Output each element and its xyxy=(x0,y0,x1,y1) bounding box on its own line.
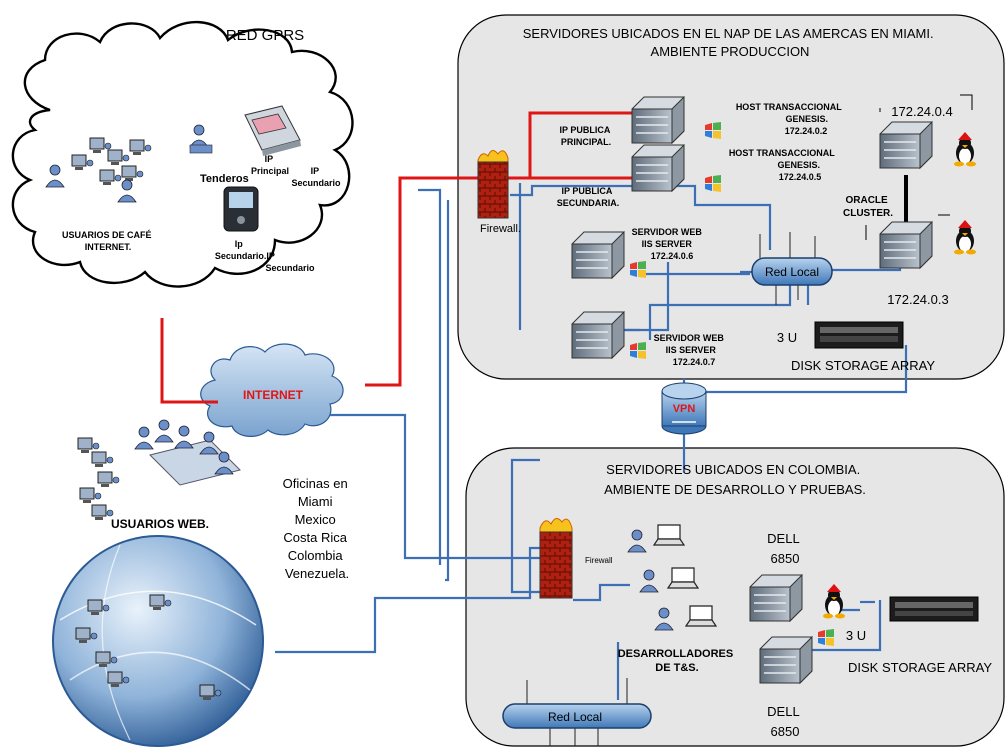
shopkeepers-label: Tenderos xyxy=(200,173,249,185)
developers-label: DESARROLLADORES DE T&S. xyxy=(618,648,737,674)
dell-6850-top-server-icon xyxy=(749,574,803,622)
cafe-users-label: USUARIOS DE CAFÉ INTERNET. xyxy=(62,230,154,252)
pos-ip-secundario-label: IP Secundario xyxy=(291,166,341,188)
offices-label: Oficinas en Miami Mexico Costa Rica Colo… xyxy=(283,476,352,581)
ip-publica-secundaria-label: IP PUBLICA SECUNDARIA. xyxy=(557,186,620,208)
dell-bottom-label: DELL 6850 xyxy=(767,704,803,739)
vpn-label: VPN xyxy=(673,403,696,415)
web-users-label: USUARIOS WEB. xyxy=(111,517,209,531)
miami-panel-title: SERVIDORES UBICADOS EN EL NAP DE LAS AME… xyxy=(523,26,937,59)
miami-storage-array-icon xyxy=(814,321,904,349)
colombia-panel-title: SERVIDORES UBICADOS EN COLOMBIA. AMBIENT… xyxy=(604,462,866,497)
web-users-icon xyxy=(77,419,241,521)
colombia-firewall-label: Firewall xyxy=(585,556,613,565)
host-genesis-2-label: HOST TRANSACCIONAL GENESIS. 172.24.0.5 xyxy=(729,148,837,182)
globe-icon xyxy=(52,535,264,747)
ip-publica-principal-label: IP PUBLICA PRINCIPAL. xyxy=(559,125,612,147)
miami-panel xyxy=(457,14,1005,380)
host-genesis-1-server-icon xyxy=(631,96,685,144)
colombia-storage-array-icon xyxy=(889,596,979,622)
vpn-icon xyxy=(661,382,707,435)
miami-lan-label: Red Local xyxy=(765,265,819,279)
red-links xyxy=(160,111,632,404)
miami-firewall-label: Firewall. xyxy=(480,223,521,235)
internet-label: INTERNET xyxy=(243,388,304,402)
pos-ip-principal-label: IP Principal xyxy=(251,154,289,176)
pos-terminal-icon xyxy=(244,105,301,156)
oracle-cluster-label: ORACLE CLUSTER. xyxy=(843,195,893,219)
miami-lan-bus xyxy=(751,232,833,305)
phone-ip-label: Ip Secundario.IP Secundario xyxy=(215,239,315,273)
colombia-storage-label: DISK STORAGE ARRAY xyxy=(848,660,992,675)
dell-6850-bottom-server-icon xyxy=(759,636,813,684)
oracle-node-1-server-icon xyxy=(879,121,933,169)
web-server-2-label: SERVIDOR WEB IIS SERVER 172.24.0.7 xyxy=(654,333,727,367)
host-genesis-1-label: HOST TRANSACCIONAL GENESIS. 172.24.0.2 xyxy=(736,102,844,136)
dell-top-label: DELL 6850 xyxy=(767,531,803,566)
oracle-ip-bottom: 172.24.0.3 xyxy=(887,292,948,307)
colombia-firewall-icon xyxy=(539,518,573,599)
oracle-node-2-server-icon xyxy=(879,221,933,269)
web-server-2-icon xyxy=(571,311,625,359)
web-server-1-icon xyxy=(571,231,625,279)
host-genesis-2-server-icon xyxy=(631,144,685,192)
miami-firewall-icon xyxy=(477,150,509,219)
shopkeeper-icon xyxy=(189,124,213,154)
colombia-lan-bus xyxy=(502,678,652,746)
gprs-cloud xyxy=(11,20,354,288)
internet-cloud xyxy=(200,343,344,437)
mobile-phone-icon xyxy=(223,186,259,232)
gprs-title: RED GPRS xyxy=(226,27,304,44)
web-server-1-label: SERVIDOR WEB IIS SERVER 172.24.0.6 xyxy=(632,227,705,261)
colombia-storage-units: 3 U xyxy=(846,628,866,643)
miami-storage-label: DISK STORAGE ARRAY xyxy=(791,358,935,373)
colombia-lan-label: Red Local xyxy=(548,710,602,724)
oracle-ip-top: 172.24.0.4 xyxy=(891,104,952,119)
miami-storage-units: 3 U xyxy=(777,330,797,345)
